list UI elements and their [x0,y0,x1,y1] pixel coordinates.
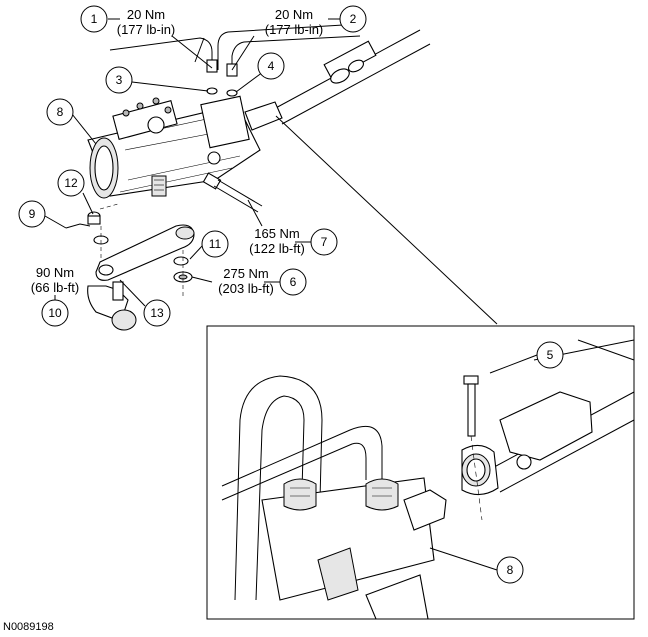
svg-text:(203 lb-ft): (203 lb-ft) [218,281,274,296]
callout-2: 2 [339,5,367,33]
torque-label-2: 20 Nm (177 lb-in) [265,7,324,37]
callout-9: 9 [18,200,46,228]
svg-text:10: 10 [48,306,62,320]
callout-6: 6 [279,268,307,296]
figure-id: N0089198 [3,621,54,633]
svg-text:13: 13 [150,306,164,320]
svg-text:(66 lb-ft): (66 lb-ft) [31,280,79,295]
svg-text:20 Nm: 20 Nm [127,7,165,22]
svg-text:8: 8 [57,105,64,119]
svg-text:6: 6 [290,275,297,289]
callout-12: 12 [57,169,85,197]
svg-text:8: 8 [507,563,514,577]
steering-gear [87,95,283,199]
svg-text:5: 5 [547,348,554,362]
o-ring-3 [206,87,218,95]
svg-text:9: 9 [29,207,36,221]
svg-text:20 Nm: 20 Nm [275,7,313,22]
svg-text:3: 3 [116,73,123,87]
pitman-arm [95,224,195,281]
svg-text:165 Nm: 165 Nm [254,226,300,241]
callout-8: 8 [46,98,74,126]
pitman-nut [173,250,193,298]
svg-text:(177 lb-in): (177 lb-in) [117,22,176,37]
callout-7: 7 [310,228,338,256]
svg-text:2: 2 [350,12,357,26]
callout-1: 1 [80,5,108,33]
callout-13: 13 [143,299,171,327]
detail-leader [275,115,498,325]
o-ring-4 [226,89,238,97]
svg-text:11: 11 [209,237,222,251]
svg-text:90 Nm: 90 Nm [36,265,74,280]
callout-8-inset: 8 [496,556,524,584]
callout-3: 3 [105,66,133,94]
svg-text:4: 4 [268,59,275,73]
torque-label-1: 20 Nm (177 lb-in) [117,7,176,37]
callout-11: 11 [201,230,229,258]
mounting-bolt [202,172,263,213]
tie-rod-end [65,203,137,331]
steering-shaft [271,29,431,125]
svg-text:(177 lb-in): (177 lb-in) [265,22,324,37]
svg-text:275 Nm: 275 Nm [223,266,269,281]
callout-4: 4 [257,52,285,80]
svg-text:7: 7 [321,235,328,249]
callout-10: 10 [41,299,69,327]
torque-label-6: 275 Nm (203 lb-ft) [218,266,274,296]
detail-inset [206,325,635,620]
torque-label-10: 90 Nm (66 lb-ft) [31,265,79,295]
torque-label-7: 165 Nm (122 lb-ft) [249,226,305,256]
svg-text:(122 lb-ft): (122 lb-ft) [249,241,305,256]
svg-text:12: 12 [64,176,78,190]
leader-lines [44,18,538,571]
callout-5: 5 [536,341,564,369]
svg-text:1: 1 [91,12,98,26]
